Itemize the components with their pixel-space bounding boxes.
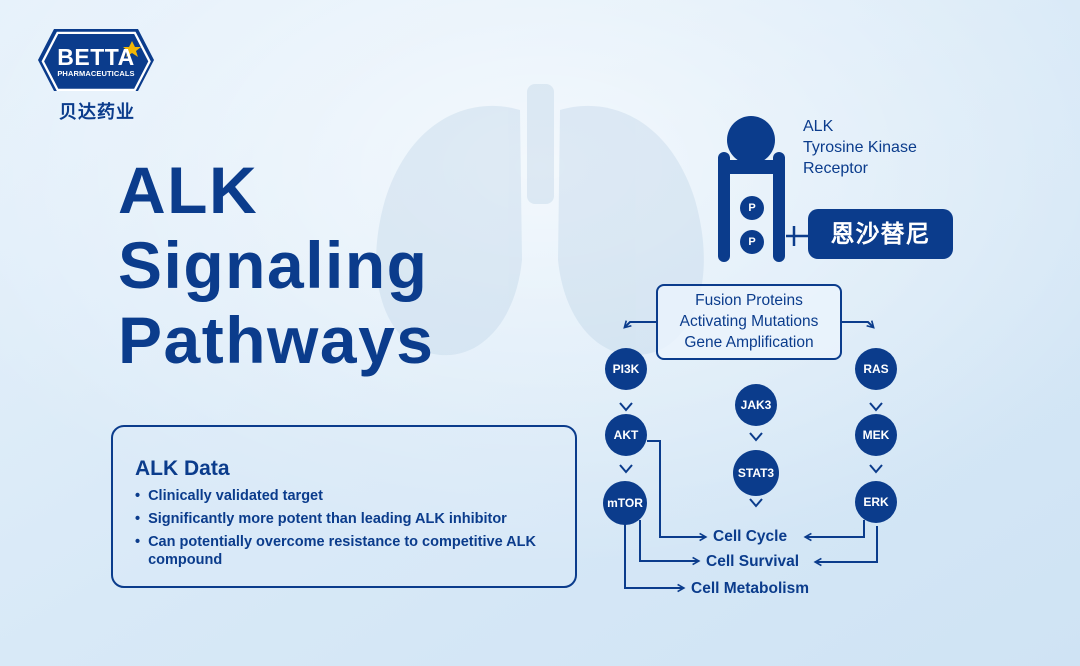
logo-chinese-name: 贝达药业 <box>59 102 135 123</box>
outcome-cell-metabolism: Cell Metabolism <box>691 580 809 597</box>
node-stat3: STAT3 <box>733 450 779 496</box>
list-item: • Can potentially overcome resistance to… <box>135 533 575 569</box>
receptor-label-line: ALK <box>803 118 834 135</box>
bullet-icon: • <box>135 534 141 550</box>
outcome-cell-survival: Cell Survival <box>706 553 800 570</box>
arrow-to-pi3k <box>623 320 656 329</box>
receptor-left-arm <box>718 152 730 262</box>
data-bullet-list: • Clinically validated target • Signific… <box>135 487 575 574</box>
cascade-chevrons <box>619 402 883 508</box>
arrow-erk-to-cell-survival <box>813 526 878 567</box>
receptor-head-shape <box>727 116 775 164</box>
list-item: • Significantly more potent than leading… <box>135 510 575 528</box>
inhibition-connector <box>786 226 808 246</box>
phospho-label: P <box>748 202 756 214</box>
bullet-icon: • <box>135 488 141 504</box>
logo-badge-shape <box>38 29 154 92</box>
node-pi3k: PI3K <box>605 348 647 390</box>
node-mek: MEK <box>855 414 897 456</box>
chevron-down-icon <box>749 498 763 508</box>
star-icon <box>123 41 141 57</box>
alk-data-panel: ALK Data • Clinically validated target •… <box>111 425 577 588</box>
title-line: Signaling <box>118 228 429 302</box>
arrow-erk-to-cell-cycle <box>803 520 865 542</box>
bullet-icon: • <box>135 511 141 527</box>
company-logo: BETTA PHARMACEUTICALS 贝达药业 <box>36 27 156 123</box>
alk-receptor-icon <box>718 116 785 262</box>
activation-line: Fusion Proteins <box>695 292 803 309</box>
list-item: • Clinically validated target <box>135 487 575 505</box>
node-erk: ERK <box>855 481 897 523</box>
bullet-text: Significantly more potent than leading A… <box>148 511 507 527</box>
node-jak3: JAK3 <box>735 384 777 426</box>
node-mtor: mTOR <box>603 481 647 525</box>
outcome-cell-cycle: Cell Cycle <box>713 528 788 545</box>
node-ras: RAS <box>855 348 897 390</box>
node-akt: AKT <box>605 414 647 456</box>
arrow-to-ras <box>842 320 875 329</box>
logo-brand: BETTA <box>57 44 135 70</box>
chevron-down-icon <box>619 464 633 474</box>
page-title: ALK Signaling Pathways <box>118 153 434 378</box>
bullet-text: Clinically validated target <box>148 488 323 504</box>
title-line: ALK <box>118 153 259 227</box>
outcome-arrows <box>624 440 878 593</box>
chevron-down-icon <box>869 402 883 412</box>
drug-name-badge: 恩沙替尼 <box>808 209 953 259</box>
receptor-right-arm <box>773 152 785 262</box>
phospho-label: P <box>748 236 756 248</box>
receptor-label-line: Tyrosine Kinase <box>803 139 917 156</box>
phospho-circle-bottom <box>740 230 764 254</box>
activation-mechanisms-box: Fusion Proteins Activating Mutations Gen… <box>656 284 842 360</box>
logo-subtitle: PHARMACEUTICALS <box>57 69 135 78</box>
receptor-label: ALK Tyrosine Kinase Receptor <box>803 116 917 179</box>
chevron-down-icon <box>619 402 633 412</box>
title-line: Pathways <box>118 303 435 377</box>
activation-line: Activating Mutations <box>679 313 819 330</box>
arrow-mtor-to-cell-metabolism <box>624 524 686 593</box>
chevron-down-icon <box>869 464 883 474</box>
receptor-neck-shape <box>728 160 774 174</box>
activation-line: Gene Amplification <box>684 334 814 351</box>
arrow-mtor-to-cell-survival <box>639 520 701 566</box>
receptor-label-line: Receptor <box>803 160 868 177</box>
bullet-text: Can potentially overcome resistance to c… <box>148 534 536 568</box>
data-panel-heading: ALK Data <box>135 457 230 480</box>
arrow-akt-to-cell-cycle <box>647 440 708 542</box>
chevron-down-icon <box>749 432 763 442</box>
phospho-circle-top <box>740 196 764 220</box>
